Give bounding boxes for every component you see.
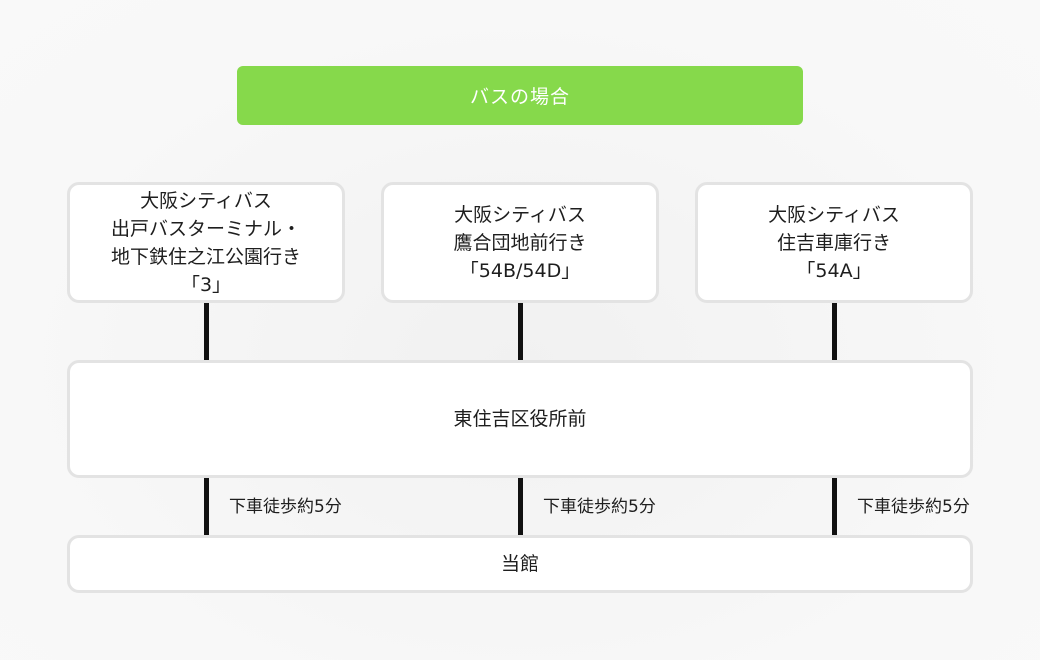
route-operator: 大阪シティバス — [768, 203, 900, 226]
connector-route2-to-stop — [518, 303, 523, 360]
bus-stop-name: 東住吉区役所前 — [453, 408, 587, 430]
connector-stop-to-dest-2 — [518, 478, 523, 535]
route-number: 「54A」 — [796, 259, 872, 282]
route-destination: 住吉車庫行き — [776, 231, 891, 254]
connector-route3-to-stop — [832, 303, 837, 360]
bus-stop-box: 東住吉区役所前 — [67, 360, 973, 478]
route-destination-line2: 地下鉄住之江公園行き — [110, 245, 301, 268]
route-operator: 大阪シティバス — [140, 189, 272, 212]
walk-time-label: 下車徒歩約5分 — [229, 497, 342, 517]
route-number: 「3」 — [180, 273, 232, 296]
connector-stop-to-dest-3 — [832, 478, 837, 535]
route-operator: 大阪シティバス — [454, 203, 586, 226]
bus-section-header: バスの場合 — [237, 66, 803, 125]
connector-route1-to-stop — [204, 303, 209, 360]
bus-section-title: バスの場合 — [469, 86, 570, 108]
route-box-54b-54d: 大阪シティバス 鷹合団地前行き 「54B/54D」 — [381, 182, 659, 303]
destination-name: 当館 — [500, 553, 539, 575]
connector-stop-to-dest-1 — [204, 478, 209, 535]
walk-time-label: 下車徒歩約5分 — [543, 497, 656, 517]
walk-time-label: 下車徒歩約5分 — [857, 497, 970, 517]
route-destination: 鷹合団地前行き — [453, 231, 587, 254]
route-destination-line1: 出戸バスターミナル・ — [110, 217, 301, 240]
route-box-54a: 大阪シティバス 住吉車庫行き 「54A」 — [695, 182, 973, 303]
route-number: 「54B/54D」 — [459, 259, 581, 282]
destination-box: 当館 — [67, 535, 973, 593]
route-box-3: 大阪シティバス 出戸バスターミナル・ 地下鉄住之江公園行き 「3」 — [67, 182, 345, 303]
